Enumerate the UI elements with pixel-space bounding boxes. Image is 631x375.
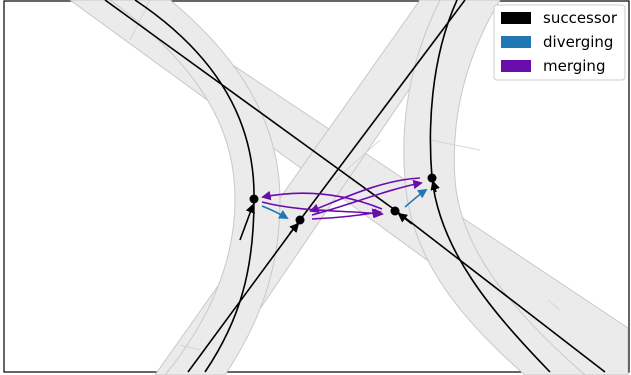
- lane-node: [249, 194, 259, 204]
- lane-node: [427, 173, 437, 183]
- merging-edge: [311, 208, 382, 220]
- legend-item-0: successor: [501, 9, 618, 27]
- successor-edge: [204, 198, 255, 373]
- legend-swatch: [501, 60, 531, 72]
- successor-edge: [429, 0, 458, 179]
- successor-arrow: [397, 212, 413, 225]
- diverging-edge: [404, 188, 428, 208]
- lane-dividers: [129, 0, 561, 351]
- lane-node: [390, 206, 400, 216]
- legend-item-2: merging: [501, 57, 605, 75]
- merging-edge: [261, 201, 384, 219]
- legend: successor diverging merging: [493, 4, 626, 81]
- successor-edge: [187, 219, 301, 373]
- successor-arrow: [289, 222, 300, 234]
- merging-edges: [261, 177, 423, 220]
- lane-curve-right: [403, 0, 586, 375]
- merging-edge: [261, 190, 383, 210]
- legend-item-1: diverging: [501, 33, 613, 51]
- successor-edge: [104, 0, 396, 211]
- legend-swatch: [501, 36, 531, 48]
- legend-label: merging: [543, 57, 605, 75]
- lane-nodes: [249, 173, 437, 225]
- merging-edge: [311, 179, 423, 216]
- successor-edge: [431, 177, 551, 373]
- legend-swatch: [501, 12, 531, 24]
- legend-label: diverging: [543, 33, 613, 51]
- merging-edge: [309, 177, 421, 213]
- successor-edge: [394, 209, 606, 373]
- diverging-edges: [261, 188, 428, 219]
- successor-edge: [299, 0, 466, 221]
- diverging-edge: [261, 205, 289, 219]
- successor-edge: [134, 0, 255, 200]
- successor-edges: [104, 0, 606, 373]
- lane-curve-left: [109, 0, 281, 375]
- successor-arrow: [430, 180, 440, 193]
- lane-node: [295, 215, 305, 225]
- successor-arrow: [239, 203, 255, 241]
- legend-label: successor: [543, 9, 618, 27]
